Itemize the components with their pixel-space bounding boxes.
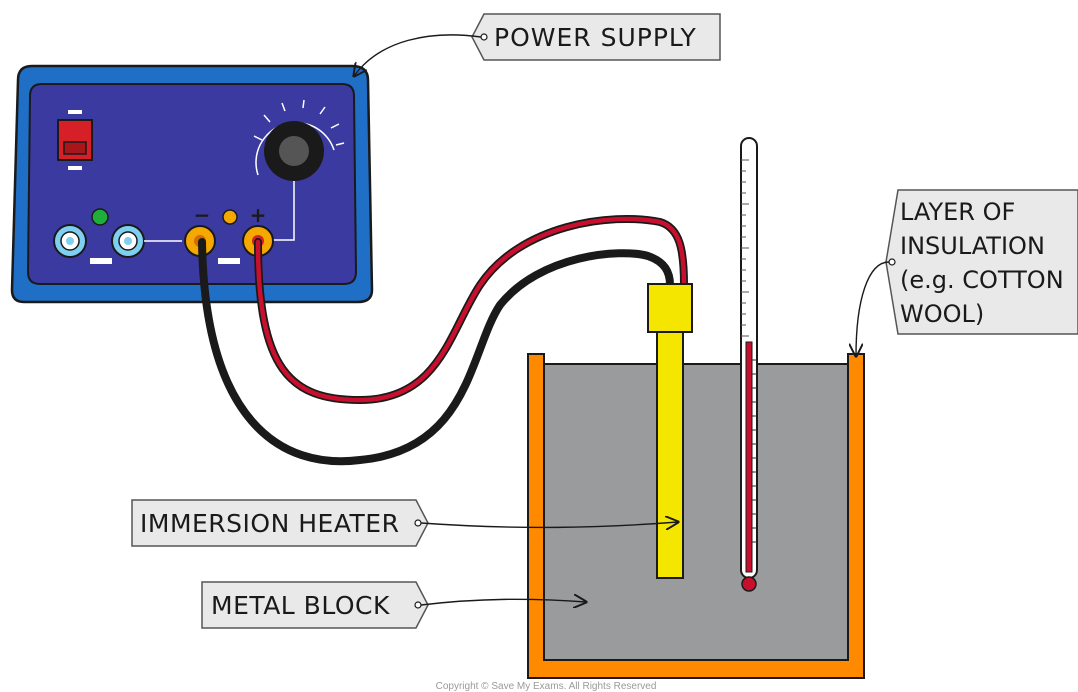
wire-black-outline	[198, 238, 674, 466]
power-supply: − +	[10, 64, 374, 304]
label-power-supply-text: POWER SUPPLY	[494, 23, 697, 52]
label-insulation-line2: INSULATION	[900, 232, 1045, 260]
indicator-led-orange	[222, 209, 238, 225]
wire-red	[255, 216, 687, 403]
arrow-metal-block	[420, 599, 586, 605]
positive-terminal-sign: +	[250, 203, 267, 227]
label-insulation-line4: WOOL)	[900, 300, 984, 328]
immersion-heater-cap	[647, 283, 693, 333]
ac-terminal-mark	[90, 258, 112, 264]
label-metal-block-text: METAL BLOCK	[211, 591, 390, 620]
voltage-dial-cap	[279, 136, 309, 166]
copyright-text: Copyright © Save My Exams. All Rights Re…	[436, 681, 657, 692]
negative-terminal-sign: −	[194, 203, 211, 227]
immersion-heater-rod	[656, 331, 684, 579]
label-insulation: LAYER OF INSULATION (e.g. COTTON WOOL)	[885, 189, 1078, 335]
arrow-immersion-heater	[420, 522, 678, 527]
dial-connector-line	[266, 181, 295, 241]
label-immersion-heater-text: IMMERSION HEATER	[140, 509, 399, 538]
label-immersion-heater: IMMERSION HEATER	[131, 499, 429, 547]
ac-terminal-left[interactable]	[53, 224, 87, 258]
label-insulation-line1: LAYER OF	[900, 198, 1015, 226]
arrow-insulation	[856, 261, 890, 356]
label-metal-block: METAL BLOCK	[201, 581, 429, 629]
label-insulation-line3: (e.g. COTTON	[900, 266, 1064, 294]
switch-mark-top	[68, 110, 82, 114]
metal-block	[543, 363, 849, 661]
indicator-led-green	[91, 208, 109, 226]
label-power-supply: POWER SUPPLY	[471, 13, 721, 61]
arrow-power-supply	[354, 34, 482, 76]
thermometer-scale	[741, 159, 749, 337]
thermometer	[740, 137, 758, 592]
power-switch-rocker	[63, 141, 87, 155]
dc-terminal-mark	[218, 258, 240, 264]
ac-terminal-right[interactable]	[111, 224, 145, 258]
switch-mark-bottom	[68, 166, 82, 170]
